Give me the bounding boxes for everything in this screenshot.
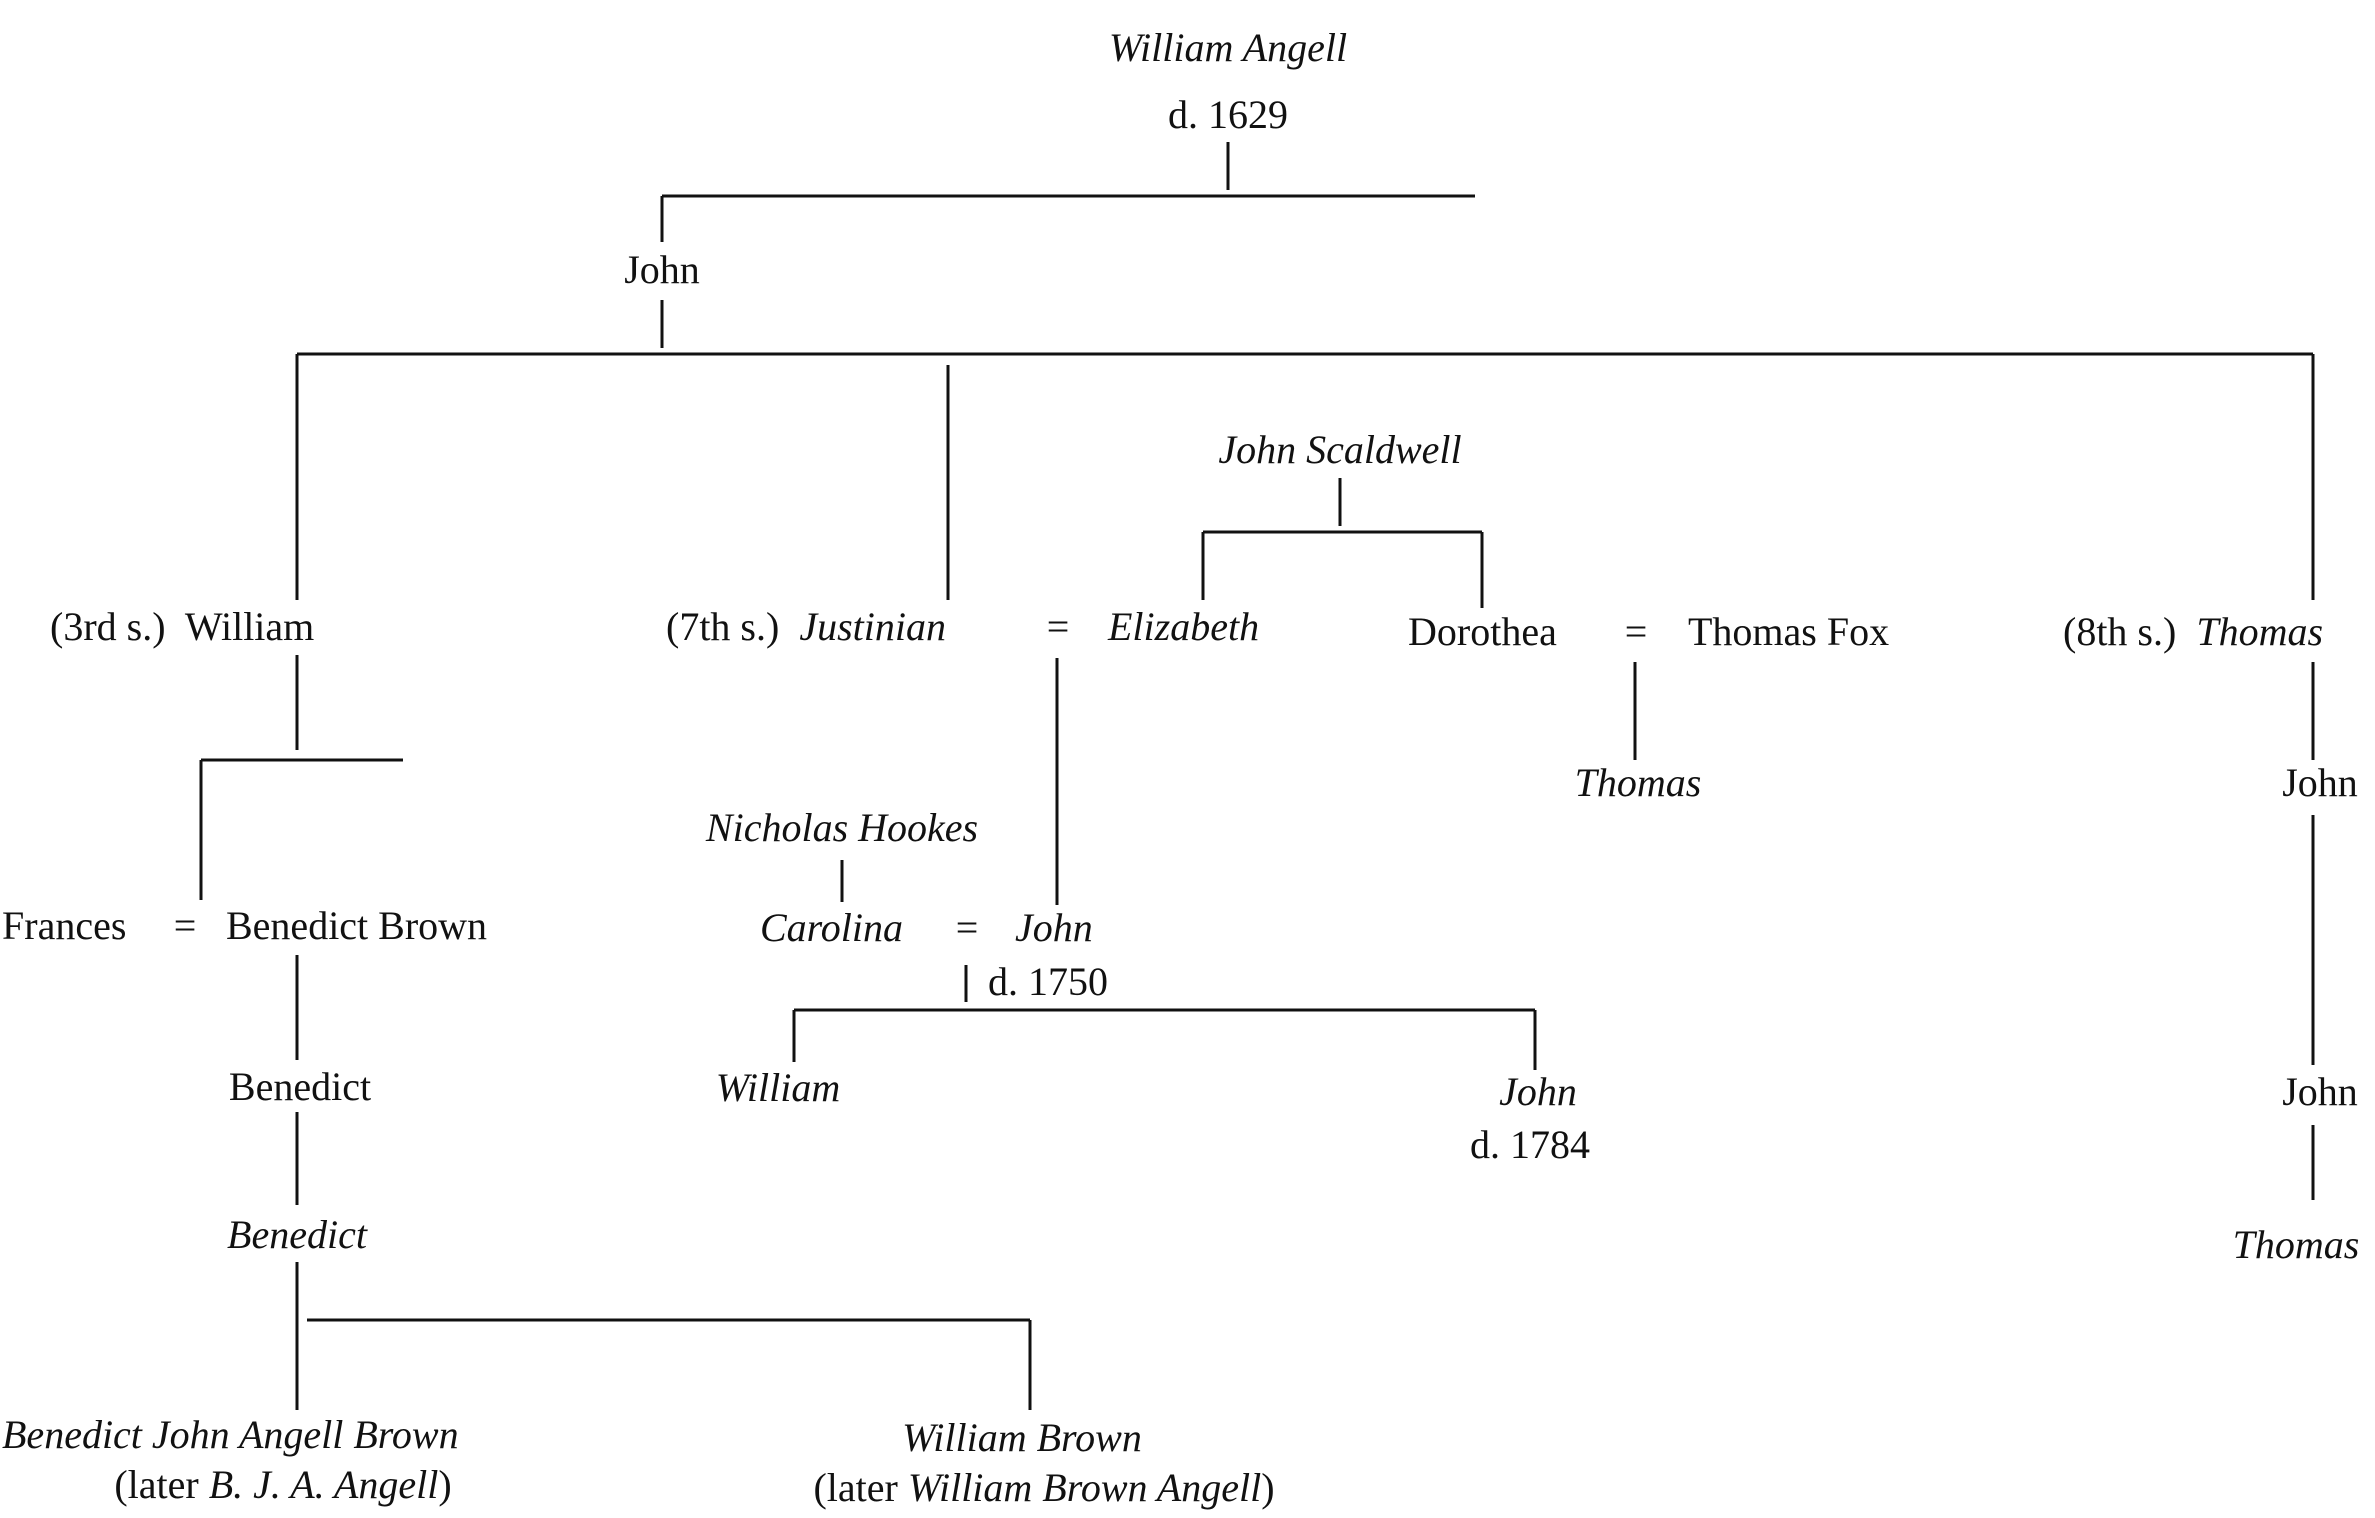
person-benedict-junior: Benedict: [227, 1212, 367, 1257]
marriage-sign: =: [1624, 609, 1648, 654]
later-name-note: (later William Brown Angell): [813, 1465, 1275, 1510]
person-thomas-8th-son: (8th s.) Thomas: [2063, 612, 2323, 652]
birth-rank: (8th s.): [2063, 609, 2177, 654]
person-benedict: Benedict: [228, 1064, 372, 1109]
person-john-scaldwell: John Scaldwell: [1218, 427, 1462, 472]
person-justinian: (7th s.) Justinian: [666, 607, 946, 647]
person-dorothea: Dorothea: [1408, 609, 1557, 654]
marriage-sign: =: [1046, 604, 1070, 649]
person-william-angell: William Angell: [1108, 25, 1348, 70]
person-nicholas-hookes: Nicholas Hookes: [705, 805, 979, 850]
person-benedict-brown: Benedict Brown: [226, 903, 488, 948]
person-elizabeth: Elizabeth: [1108, 604, 1260, 649]
marriage-sign: =: [173, 903, 197, 948]
marriage-sign: =: [955, 905, 979, 950]
birth-rank: (3rd s.): [50, 604, 166, 649]
person-william-son-of-john: William: [715, 1065, 841, 1110]
person-name: Thomas: [2196, 609, 2324, 654]
person-john-thomas-son: John: [2282, 760, 2358, 805]
person-john-d1784: John: [1499, 1069, 1577, 1114]
person-benedict-john-angell-brown: Benedict John Angell Brown: [2, 1412, 459, 1457]
death-note: d. 1784: [1470, 1122, 1590, 1167]
person-frances: Frances: [2, 903, 127, 948]
later-name-note: (later B. J. A. Angell): [114, 1462, 452, 1507]
person-john-grandson: John: [2282, 1069, 2358, 1114]
person-carolina: Carolina: [760, 905, 903, 950]
person-thomas-fox: Thomas Fox: [1688, 609, 1890, 654]
person-thomas-great-grandson: Thomas: [2232, 1222, 2360, 1267]
person-william-3rd-son: (3rd s.) William: [50, 607, 314, 647]
person-thomas-fox-son: Thomas: [1574, 760, 1702, 805]
person-name: Justinian: [799, 604, 946, 649]
person-name: William: [184, 604, 315, 649]
death-note: d. 1750: [988, 959, 1108, 1004]
death-note: d. 1629: [1168, 92, 1288, 137]
person-john: John: [624, 247, 700, 292]
person-john-d1750: John: [1015, 905, 1093, 950]
birth-rank: (7th s.): [666, 604, 780, 649]
person-william-brown: William Brown: [902, 1415, 1142, 1460]
